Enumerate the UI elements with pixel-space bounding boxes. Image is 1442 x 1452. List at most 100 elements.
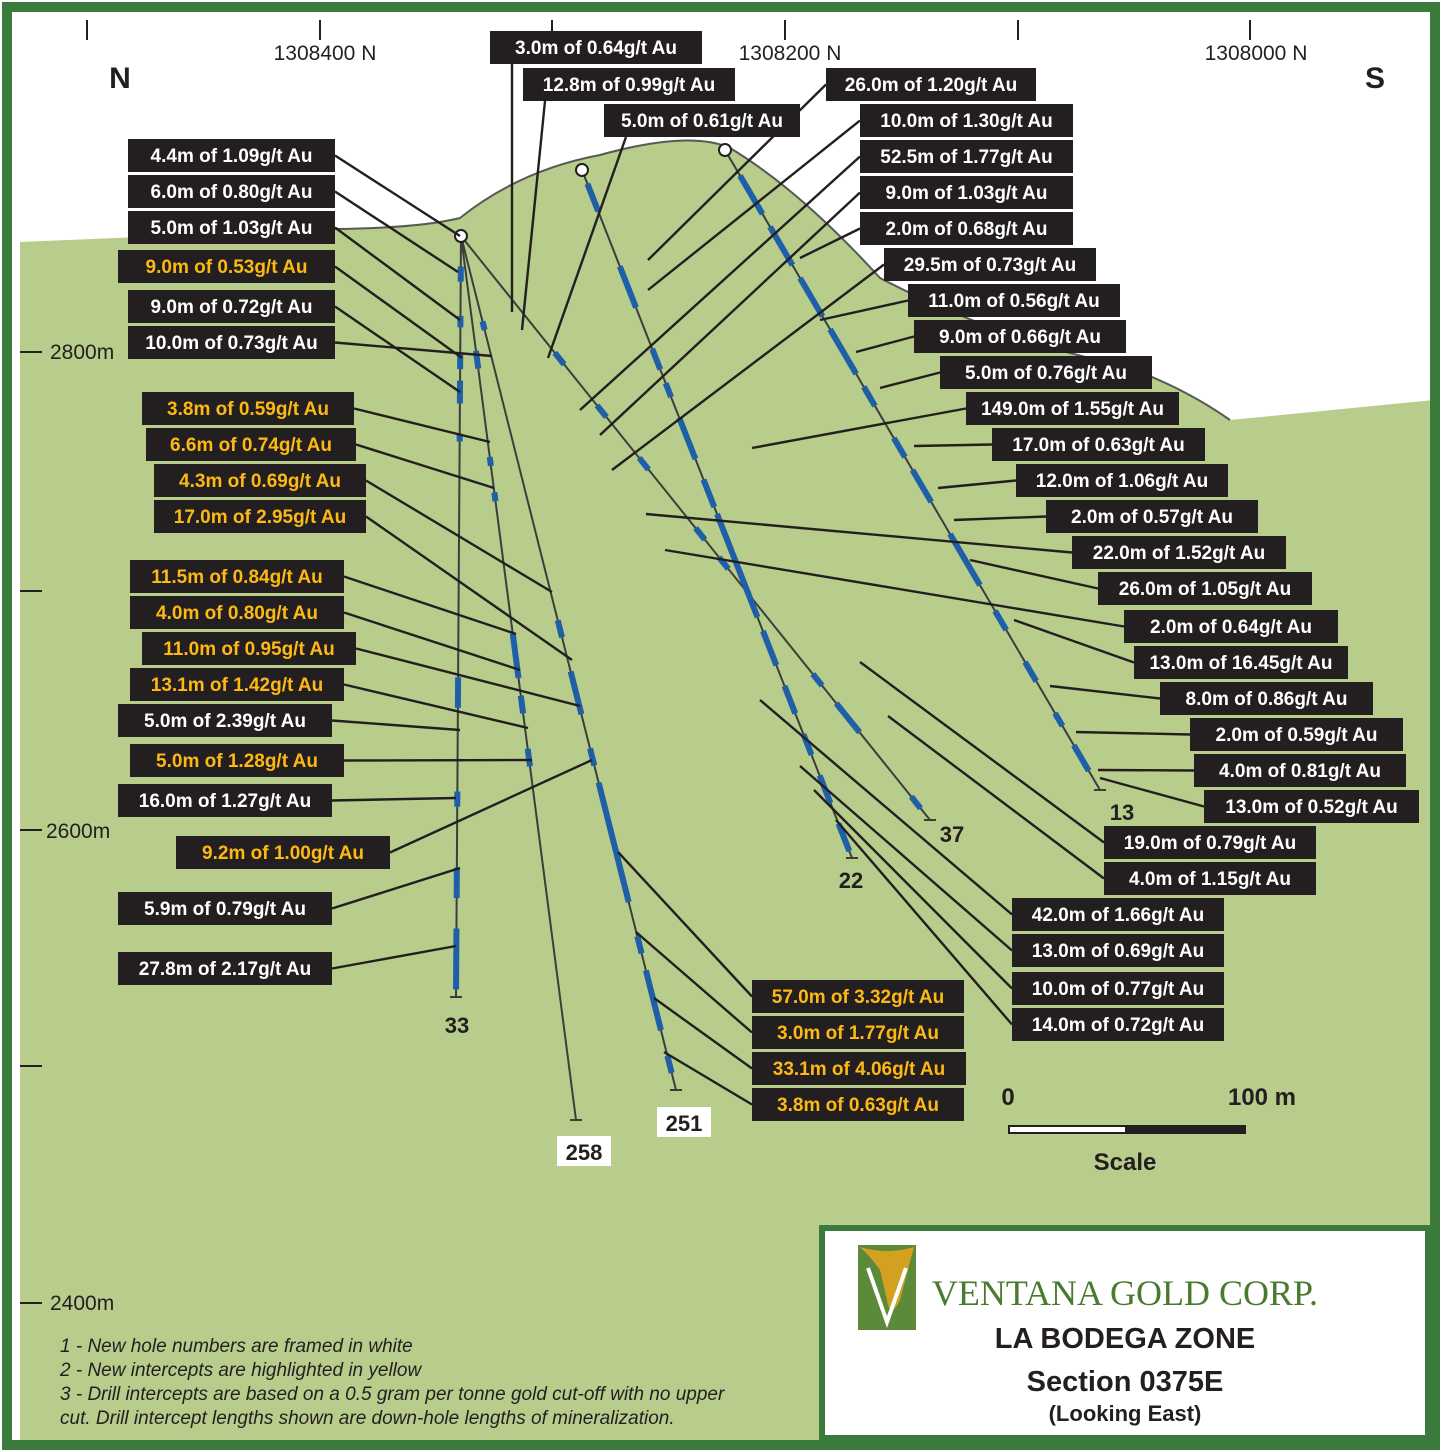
- intercept-bar: [827, 327, 859, 376]
- leader-line: [611, 263, 885, 471]
- intercept-text: 17.0m of 0.63g/t Au: [1012, 435, 1184, 456]
- intercept-text: 3.0m of 1.77g/t Au: [777, 1023, 939, 1044]
- intercept-text: 4.0m of 1.15g/t Au: [1129, 869, 1291, 890]
- hole-number-22: 22: [839, 868, 863, 893]
- intercept-label: 9.0m of 0.66g/t Au: [914, 320, 1126, 353]
- intercept-bar: [491, 491, 499, 502]
- label-box: [752, 1016, 964, 1049]
- label-box: [1046, 500, 1258, 533]
- label-box: [860, 176, 1073, 209]
- label-box: [523, 68, 735, 101]
- intercept-label: 6.0m of 0.80g/t Au: [128, 175, 335, 208]
- leader-line: [334, 305, 461, 393]
- leader-line: [331, 796, 457, 802]
- label-box: [1204, 790, 1419, 823]
- section-title: Section 0375E: [1027, 1366, 1224, 1398]
- new-intercept-label: 17.0m of 2.95g/t Au: [154, 500, 366, 533]
- intercept-label: 10.0m of 1.30g/t Au: [860, 104, 1073, 137]
- intercept-bar: [662, 382, 674, 399]
- intercept-text: 8.0m of 0.86g/t Au: [1186, 689, 1348, 710]
- intercept-label: 14.0m of 0.72g/t Au: [1012, 1008, 1224, 1041]
- intercept-text: 29.5m of 0.73g/t Au: [904, 255, 1076, 276]
- intercept-bar: [760, 629, 780, 667]
- intercept-label: 5.0m of 0.76g/t Au: [940, 356, 1152, 389]
- leader-line: [520, 100, 547, 331]
- hole-number-13: 13: [1110, 800, 1134, 825]
- label-box: [146, 428, 356, 461]
- intercept-bar: [594, 403, 609, 419]
- label-box: [1012, 898, 1224, 931]
- new-intercept-label: 5.0m of 1.28g/t Au: [130, 744, 344, 777]
- label-box: [1098, 572, 1312, 605]
- intercept-label: 26.0m of 1.20g/t Au: [826, 68, 1036, 101]
- drill-holes: [450, 143, 1106, 1121]
- drill-collar: [454, 229, 468, 243]
- leader-line: [647, 119, 861, 291]
- intercept-bar: [861, 385, 878, 408]
- intercept-label: 10.0m of 0.73g/t Au: [128, 326, 335, 359]
- intercept-label: 16.0m of 1.27g/t Au: [118, 784, 332, 817]
- label-box: [130, 668, 344, 701]
- label-box: [752, 1088, 964, 1121]
- intercept-text: 5.0m of 2.39g/t Au: [144, 711, 306, 732]
- intercept-text: 12.8m of 0.99g/t Au: [543, 75, 715, 96]
- label-box: [860, 140, 1073, 173]
- intercept-text: 10.0m of 1.30g/t Au: [880, 111, 1052, 132]
- leader-line: [355, 443, 495, 490]
- intercept-bar: [992, 609, 1009, 632]
- intercept-text: 5.0m of 1.03g/t Au: [151, 218, 313, 239]
- note-line: cut. Drill intercept lengths shown are d…: [60, 1408, 675, 1429]
- intercept-bar: [664, 1055, 675, 1074]
- intercept-bar: [479, 320, 488, 331]
- intercept-bar: [891, 436, 908, 459]
- intercept-text: 5.0m of 0.76g/t Au: [965, 363, 1127, 384]
- intercept-bar: [797, 276, 826, 318]
- intercept-bar: [833, 701, 862, 735]
- leader-line: [913, 443, 993, 448]
- intercept-bar: [835, 822, 853, 853]
- intercept-text: 13.1m of 1.42g/t Au: [151, 675, 323, 696]
- elevation-label: 2400m: [50, 1292, 114, 1315]
- label-box: [1012, 934, 1224, 967]
- intercept-text: 9.0m of 0.66g/t Au: [939, 327, 1101, 348]
- intercept-bar: [587, 747, 598, 767]
- label-box: [1012, 1008, 1224, 1041]
- intercept-label: 13.0m of 0.52g/t Au: [1204, 790, 1419, 823]
- label-box: [860, 104, 1073, 137]
- intercept-text: 10.0m of 0.73g/t Au: [145, 333, 317, 354]
- label-box: [908, 284, 1120, 317]
- leader-line: [579, 155, 861, 411]
- intercept-label: 27.8m of 2.17g/t Au: [118, 952, 332, 985]
- company-logo: [858, 1245, 916, 1330]
- intercept-text: 13.0m of 0.69g/t Au: [1032, 941, 1204, 962]
- intercept-label: 29.5m of 0.73g/t Au: [884, 248, 1096, 281]
- scale-bar: [1008, 1125, 1246, 1134]
- label-box: [992, 428, 1205, 461]
- intercept-bar: [781, 684, 799, 715]
- leader-line: [635, 931, 753, 1034]
- intercept-text: 4.4m of 1.09g/t Au: [151, 146, 313, 167]
- new-intercept-label: 4.3m of 0.69g/t Au: [154, 464, 366, 497]
- intercept-text: 3.0m of 0.64g/t Au: [515, 38, 677, 59]
- label-box: [1134, 646, 1348, 679]
- intercept-bar: [649, 347, 664, 371]
- intercept-label: 149.0m of 1.55g/t Au: [966, 392, 1179, 425]
- intercept-bar: [554, 619, 565, 639]
- label-box: [1012, 972, 1224, 1005]
- label-box: [1104, 826, 1316, 859]
- intercept-text: 2.0m of 0.59g/t Au: [1216, 725, 1378, 746]
- intercept-label: 22.0m of 1.52g/t Au: [1072, 536, 1286, 569]
- view-direction: (Looking East): [1049, 1401, 1202, 1426]
- intercept-text: 6.6m of 0.74g/t Au: [170, 435, 332, 456]
- intercept-text: 9.0m of 1.03g/t Au: [886, 183, 1048, 204]
- new-intercept-label: 3.8m of 0.63g/t Au: [752, 1088, 964, 1121]
- intercept-bar: [584, 182, 601, 213]
- intercept-text: 11.0m of 0.56g/t Au: [928, 291, 1099, 312]
- label-box: [118, 704, 332, 737]
- label-box: [128, 290, 335, 323]
- new-intercept-label: 33.1m of 4.06g/t Au: [752, 1052, 966, 1085]
- zone-title: LA BODEGA ZONE: [995, 1323, 1255, 1355]
- leader-line: [759, 699, 1013, 916]
- note-line: 1 - New hole numbers are framed in white: [60, 1336, 413, 1357]
- intercept-text: 3.8m of 0.63g/t Au: [777, 1095, 939, 1116]
